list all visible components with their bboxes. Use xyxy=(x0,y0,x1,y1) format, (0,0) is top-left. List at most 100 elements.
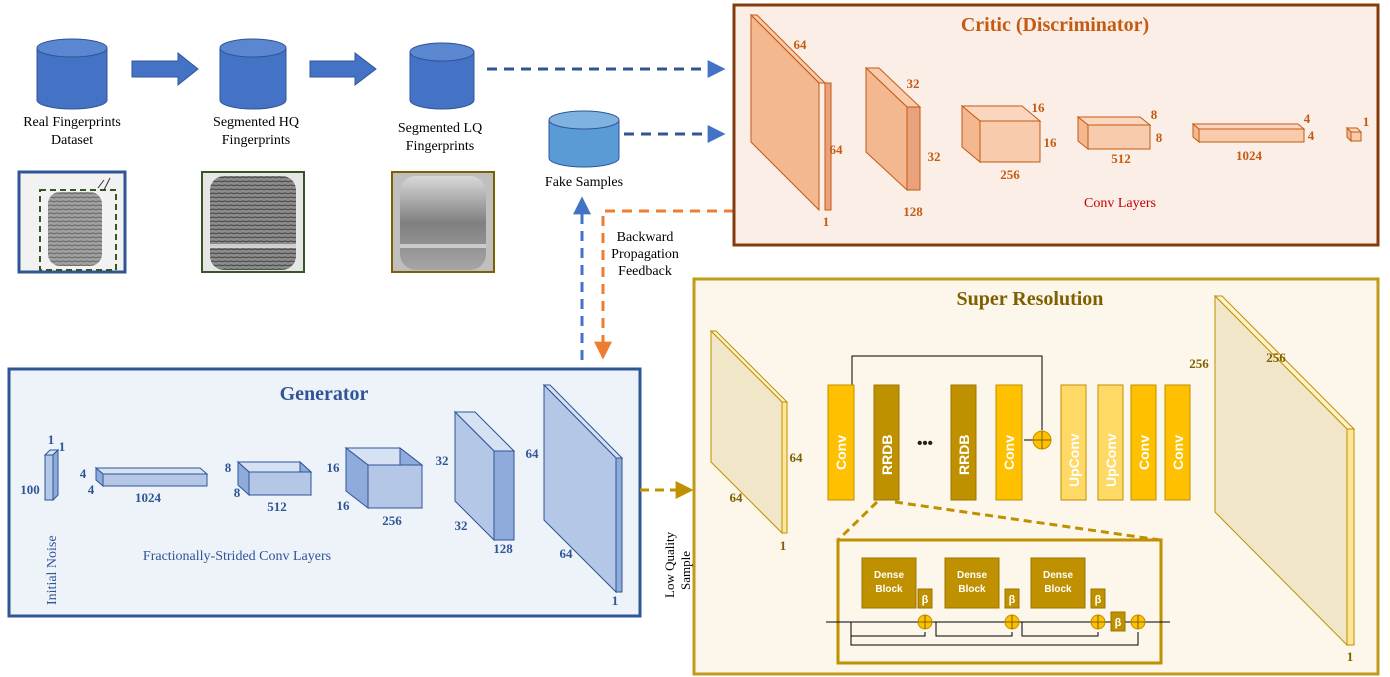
segmented-lq-label-1: Segmented LQ xyxy=(398,121,482,136)
lq-fingerprint-image xyxy=(391,171,495,273)
beta-box-1: β xyxy=(917,588,933,609)
sr-block-rrdb-2: RRDB xyxy=(950,384,977,501)
arrow-real-to-hq xyxy=(131,51,199,87)
gen-dim-g4-a: 32 xyxy=(436,453,449,468)
generator-caption: Fractionally-Strided Conv Layers xyxy=(143,549,331,564)
critic-dim-l1-side: 64 xyxy=(830,142,844,157)
gen-dim-g2-c: 512 xyxy=(267,499,287,514)
segmented-hq-label-2: Fingerprints xyxy=(222,133,290,148)
sr-input-plane xyxy=(709,329,789,535)
feedback-label-1: Backward xyxy=(617,230,674,245)
segmented-hq-cylinder xyxy=(219,38,287,110)
critic-dim-l4-bottom: 512 xyxy=(1111,151,1131,166)
critic-dim-l3-top: 16 xyxy=(1032,100,1046,115)
svg-text:Conv: Conv xyxy=(1170,435,1186,470)
low-quality-label-1: Low Quality xyxy=(662,531,677,598)
hq-fingerprint-image xyxy=(201,171,305,273)
beta-box-2: β xyxy=(1004,588,1020,609)
rrdb-sum-node-1 xyxy=(917,614,933,630)
gen-dim-g4-b: 32 xyxy=(455,518,468,533)
feedback-label-3: Feedback xyxy=(618,264,672,279)
svg-text:Dense: Dense xyxy=(957,570,987,581)
svg-text:UpConv: UpConv xyxy=(1103,433,1119,487)
svg-text:Conv: Conv xyxy=(1001,435,1017,470)
generator-title: Generator xyxy=(280,383,369,405)
gen-dim-g5-c: 1 xyxy=(612,593,619,608)
generator-layer-4 xyxy=(453,410,516,542)
real-dataset-cylinder xyxy=(36,38,108,110)
svg-text:Block: Block xyxy=(958,584,986,595)
sr-input-dim-side: 64 xyxy=(790,450,804,465)
segmented-lq-cylinder xyxy=(409,42,475,110)
real-dataset-label-2: Dataset xyxy=(51,133,93,148)
critic-layer-6 xyxy=(1345,126,1363,143)
sr-output-dim-depth: 1 xyxy=(1347,649,1354,664)
critic-layer-4 xyxy=(1076,115,1152,151)
sr-block-rrdb-1: RRDB xyxy=(873,384,900,501)
feedback-label-2: Propagation xyxy=(611,247,679,262)
rrdb-zoom-line-right xyxy=(894,500,1161,542)
critic-dim-l4-side: 8 xyxy=(1156,130,1163,145)
critic-dim-l3-side: 16 xyxy=(1044,135,1058,150)
gen-dim-g3-b: 16 xyxy=(337,498,351,513)
beta-box-4: β xyxy=(1110,611,1126,632)
rrdb-zoom-line-left xyxy=(836,500,879,542)
generator-noise-vector xyxy=(43,448,60,502)
real-dataset-label-1: Real Fingerprints xyxy=(23,115,121,130)
critic-dim-l5-top: 4 xyxy=(1304,111,1311,126)
critic-dim-l2-top: 32 xyxy=(907,76,920,91)
generator-layer-2 xyxy=(236,460,313,497)
sr-skip-connection xyxy=(851,355,1043,430)
generator-layer-3 xyxy=(344,446,424,510)
critic-dim-l3-bottom: 256 xyxy=(1000,167,1020,182)
sr-block-upconv-2: UpConv xyxy=(1097,384,1124,501)
critic-layer-5 xyxy=(1191,122,1306,144)
sr-block-conv-4: Conv xyxy=(1164,384,1191,501)
svg-text:β: β xyxy=(1095,594,1102,606)
fake-samples-cylinder xyxy=(548,110,620,168)
gen-dim-g2-b: 8 xyxy=(234,485,241,500)
critic-layer-3 xyxy=(960,104,1042,164)
sr-title: Super Resolution xyxy=(957,288,1104,310)
critic-dim-l5-bottom: 1024 xyxy=(1236,148,1263,163)
gen-dim-g3-a: 16 xyxy=(327,460,341,475)
segmented-hq-label-1: Segmented HQ xyxy=(213,115,299,130)
dense-block-1: Dense Block xyxy=(861,557,917,609)
svg-text:Conv: Conv xyxy=(833,435,849,470)
beta-box-3: β xyxy=(1090,588,1106,609)
svg-text:β: β xyxy=(1115,617,1122,629)
sr-sum-node xyxy=(1032,430,1052,450)
svg-text:RRDB: RRDB xyxy=(879,435,895,475)
critic-dim-l5-side: 4 xyxy=(1308,128,1315,143)
svg-text:Block: Block xyxy=(1044,584,1072,595)
svg-text:Dense: Dense xyxy=(874,570,904,581)
generator-layer-1 xyxy=(94,466,209,488)
rrdb-sum-node-2 xyxy=(1004,614,1020,630)
gen-dim-g2-a: 8 xyxy=(225,460,232,475)
gen-dim-g4-c: 128 xyxy=(493,541,513,556)
real-fingerprint-image xyxy=(17,170,127,274)
critic-dim-l6-top: 1 xyxy=(1363,114,1370,129)
svg-text:Block: Block xyxy=(875,584,903,595)
gen-dim-noise-b: 1 xyxy=(59,439,66,454)
fake-samples-label: Fake Samples xyxy=(545,175,623,190)
sr-block-conv-1: Conv xyxy=(827,384,855,501)
svg-text:Dense: Dense xyxy=(1043,570,1073,581)
svg-text:β: β xyxy=(922,594,929,606)
arrow-hq-to-lq xyxy=(309,51,377,87)
critic-title: Critic (Discriminator) xyxy=(961,14,1149,36)
initial-noise-label: Initial Noise xyxy=(45,535,60,605)
segmented-lq-label-2: Fingerprints xyxy=(406,139,474,154)
generator-panel xyxy=(7,367,642,618)
gen-dim-noise-c: 100 xyxy=(20,482,40,497)
gen-dim-g5-b: 64 xyxy=(560,546,574,561)
rrdb-sum-node-3 xyxy=(1090,614,1106,630)
low-quality-label-2: Sample xyxy=(678,551,693,590)
gen-dim-g1-b: 4 xyxy=(88,482,95,497)
sr-block-conv-2: Conv xyxy=(995,384,1023,501)
critic-dim-l2-side: 32 xyxy=(928,149,941,164)
rrdb-inner-skip-3 xyxy=(1021,622,1099,637)
svg-text:UpConv: UpConv xyxy=(1066,433,1082,487)
sr-input-dim-bottom: 64 xyxy=(730,490,744,505)
